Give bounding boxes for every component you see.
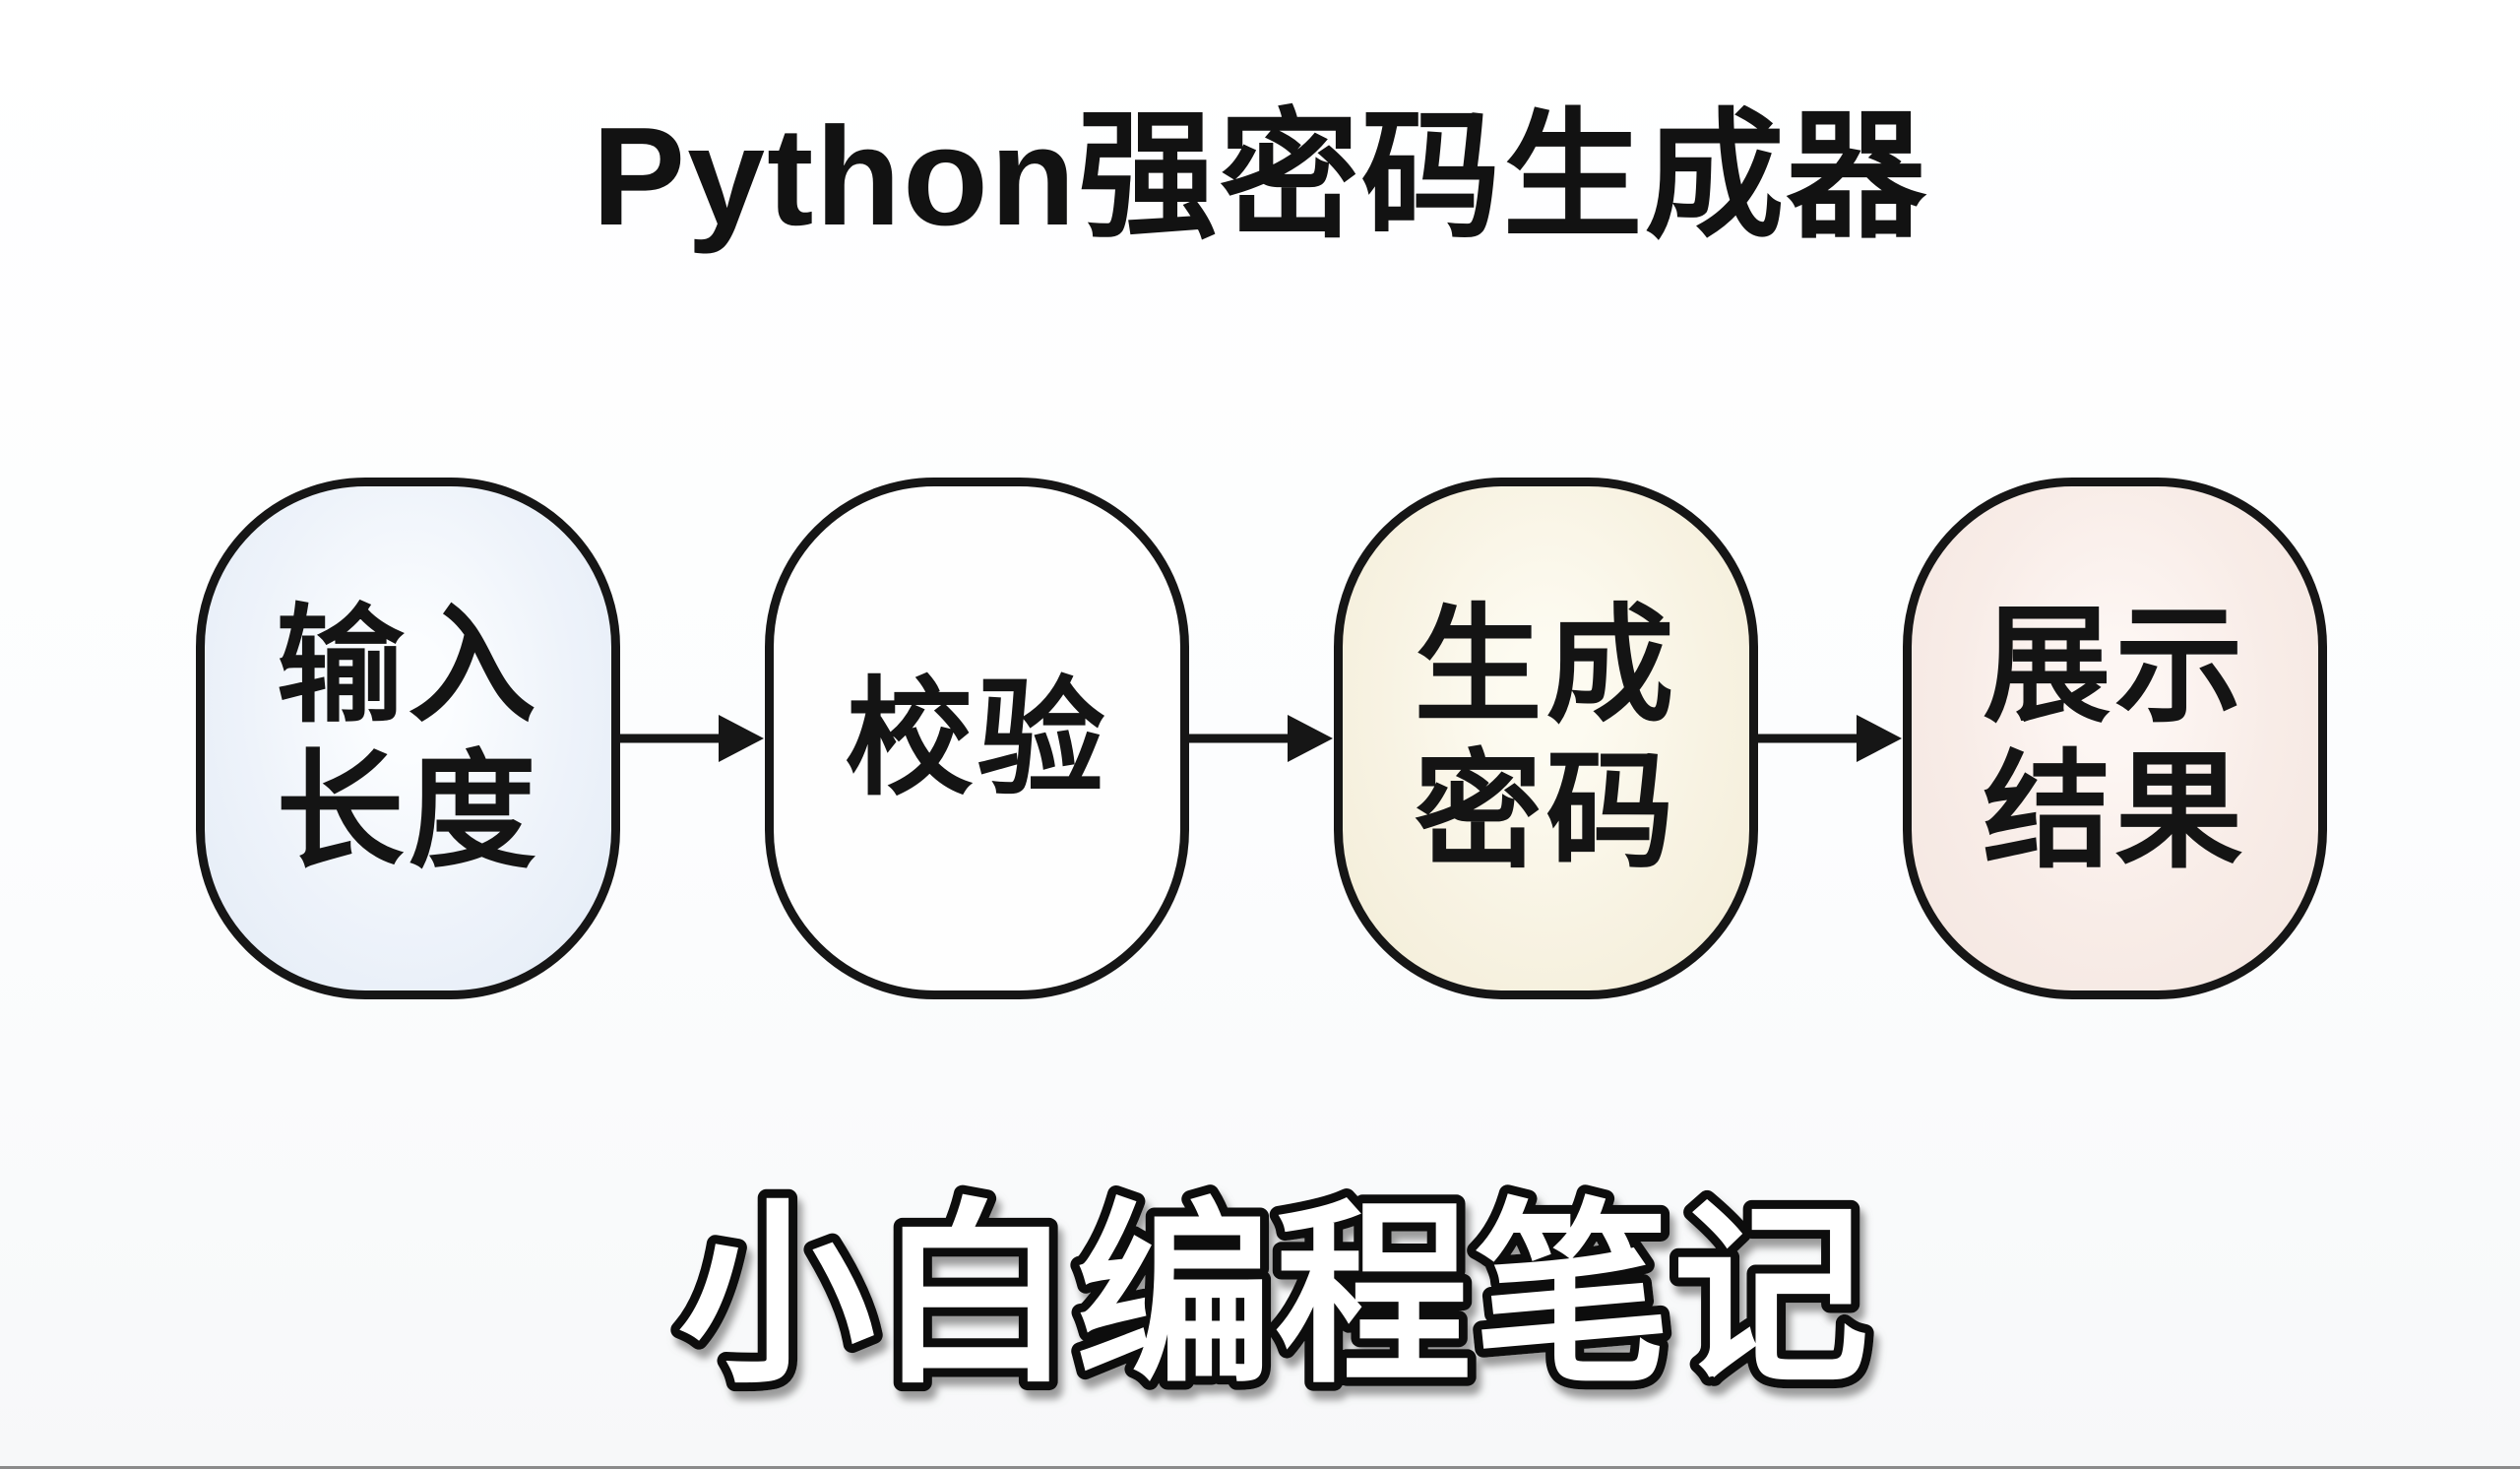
footer-logo-text: 小白编程笔记 — [678, 1186, 1871, 1406]
flow-step-label: 校验 — [845, 666, 1109, 810]
flow-step-validate: 校验 — [765, 478, 1189, 999]
flow-arrow — [620, 715, 764, 762]
flow-step-label: 生成 密码 — [1414, 593, 1678, 883]
flow-step-input-length: 输入 长度 — [196, 478, 620, 999]
arrow-head-icon — [1288, 715, 1333, 762]
flow-arrow — [1189, 715, 1333, 762]
page-title: Python强密码生成器 — [592, 98, 1928, 255]
flow-step-generate-password: 生成 密码 — [1334, 478, 1758, 999]
flow-diagram: 输入 长度 校验 生成 密码 展示 结果 — [196, 478, 2327, 999]
footer-logo: 小白编程笔记 — [669, 1178, 1878, 1415]
arrow-head-icon — [719, 715, 764, 762]
flow-arrow — [1758, 715, 1902, 762]
flow-step-label: 输入 长度 — [276, 593, 540, 883]
arrow-head-icon — [1857, 715, 1902, 762]
bottom-edge-line — [0, 1466, 2520, 1469]
flow-step-label: 展示 结果 — [1983, 593, 2247, 883]
flow-step-display-result: 展示 结果 — [1903, 478, 2327, 999]
